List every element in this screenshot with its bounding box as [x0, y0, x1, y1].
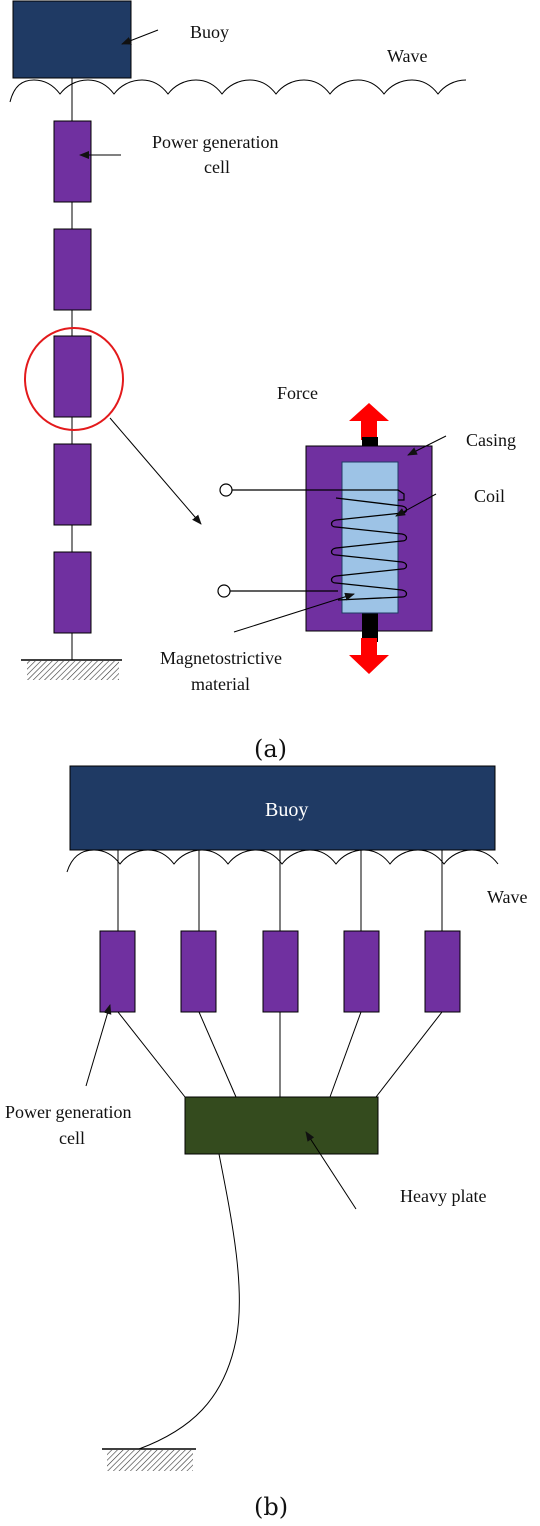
rod-bottom — [362, 612, 378, 642]
label-magneto-1: Magnetostrictive — [160, 648, 282, 668]
cell-b-1 — [99, 930, 136, 1013]
leader-plate — [305, 1131, 357, 1210]
cell-a-5 — [53, 551, 92, 634]
cell-b-5 — [424, 930, 461, 1013]
label-casing: Casing — [466, 430, 516, 450]
terminal-top — [219, 483, 233, 497]
leader-casing — [407, 435, 447, 456]
zoom-arrow — [109, 417, 202, 525]
label-power-cell-b-1: Power generation — [5, 1102, 131, 1122]
heavy-plate — [184, 1096, 379, 1155]
tethers-b — [117, 850, 443, 931]
cell-a-2 — [53, 228, 92, 311]
cell-b-4 — [343, 930, 380, 1013]
wave-b — [66, 849, 499, 873]
panel-b: Buoy Wave — [5, 765, 528, 1521]
mooring-line — [138, 1153, 240, 1450]
label-buoy-a: Buoy — [190, 22, 229, 42]
caption-b: (b) — [254, 1493, 288, 1521]
leader-coil — [395, 493, 437, 517]
highlight-circle — [24, 327, 124, 431]
plate-connectors — [117, 1011, 443, 1098]
label-power-cell-a-1: Power generation — [152, 132, 278, 152]
label-power-cell-a-2: cell — [204, 157, 230, 177]
ground-hatch-a — [27, 661, 119, 680]
magnetostrictive-core — [341, 461, 399, 614]
leader-buoy-a — [121, 29, 159, 45]
caption-a: (a) — [254, 735, 287, 763]
terminal-bottom — [217, 584, 231, 598]
force-arrow-up — [349, 403, 389, 440]
panel-a: Buoy Wave Power generation cell Force Ca… — [9, 0, 516, 763]
label-coil: Coil — [474, 486, 505, 506]
label-force: Force — [277, 383, 318, 403]
wave-a — [9, 79, 467, 103]
cell-a-1 — [53, 120, 92, 203]
label-heavy-plate: Heavy plate — [400, 1186, 486, 1206]
label-wave-a: Wave — [387, 46, 428, 66]
buoy-b — [69, 765, 496, 851]
generator-cell-detail — [217, 403, 447, 674]
cell-b-2 — [180, 930, 217, 1013]
leader-cell-b — [85, 1004, 112, 1087]
ground-hatch-b — [107, 1450, 193, 1471]
cell-b-3 — [262, 930, 299, 1013]
force-arrow-down — [349, 638, 389, 674]
label-buoy-b: Buoy — [265, 799, 308, 821]
lead-wire-top — [232, 489, 405, 501]
cell-a-4 — [53, 443, 92, 526]
label-magneto-2: material — [191, 674, 250, 694]
leader-magneto — [233, 592, 355, 633]
label-wave-b: Wave — [487, 887, 528, 907]
label-power-cell-b-2: cell — [59, 1128, 85, 1148]
buoy-a — [12, 0, 132, 79]
cell-a-3 — [53, 335, 92, 418]
